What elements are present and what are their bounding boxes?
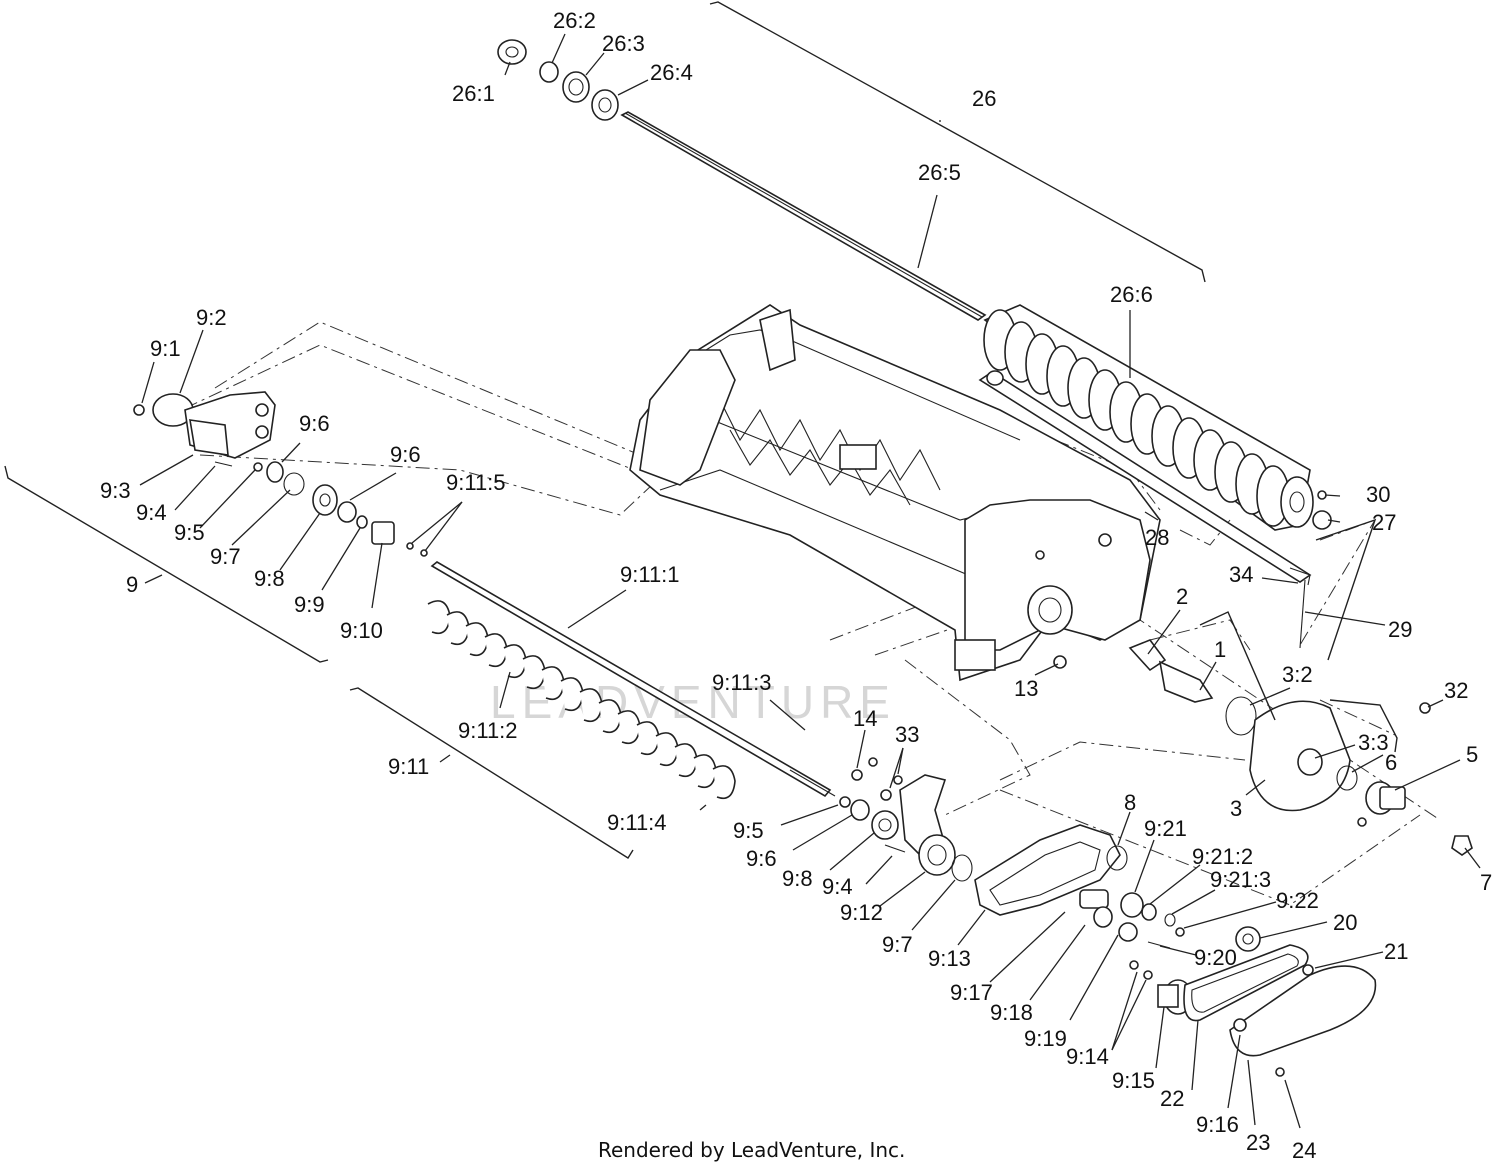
callout-13: 13 xyxy=(1014,676,1038,701)
callout-6: 6 xyxy=(1385,750,1397,775)
callout-27: 27 xyxy=(1372,510,1396,535)
callout-9-1: 9:1 xyxy=(150,336,181,361)
callout-9-14: 9:14 xyxy=(1066,1044,1109,1069)
callout-9-17: 9:17 xyxy=(950,980,993,1005)
main-housing xyxy=(629,304,1161,682)
callout-9-4: 9:4 xyxy=(136,500,167,525)
callout-26-3: 26:3 xyxy=(602,31,645,56)
gearbox-parts xyxy=(839,639,1473,1077)
callout-9-5: 9:5 xyxy=(174,520,205,545)
callouts: 26:1 26:2 26:3 26:4 26 26:5 26:6 9:1 9:2… xyxy=(100,8,1492,1163)
callout-9-15: 9:15 xyxy=(1112,1068,1155,1093)
callout-7: 7 xyxy=(1480,870,1492,895)
group-brackets xyxy=(4,1,1398,859)
callout-24: 24 xyxy=(1292,1138,1316,1163)
callout-22: 22 xyxy=(1160,1086,1184,1111)
callout-9-9: 9:9 xyxy=(294,592,325,617)
callout-26-6: 26:6 xyxy=(1110,282,1153,307)
callout-9-21-3: 9:21:3 xyxy=(1210,867,1271,892)
callout-9-22: 9:22 xyxy=(1276,888,1319,913)
callout-26-5: 26:5 xyxy=(918,160,961,185)
callout-9-8b: 9:8 xyxy=(782,866,813,891)
callout-9-7: 9:7 xyxy=(210,544,241,569)
footer-credit: Rendered by LeadVenture, Inc. xyxy=(598,1138,905,1162)
callout-5: 5 xyxy=(1466,742,1478,767)
callout-9-11-4: 9:11:4 xyxy=(607,810,667,835)
callout-33: 33 xyxy=(895,722,919,747)
callout-23: 23 xyxy=(1246,1130,1270,1155)
callout-32: 32 xyxy=(1444,678,1468,703)
callout-9-11-1: 9:11:1 xyxy=(620,562,680,587)
callout-9-11: 9:11 xyxy=(388,754,429,779)
callout-9-5b: 9:5 xyxy=(733,818,764,843)
bar-28 xyxy=(978,370,1332,649)
upper-shaft-assembly xyxy=(497,39,987,321)
callout-9-20: 9:20 xyxy=(1194,945,1237,970)
callout-3-3: 3:3 xyxy=(1358,730,1389,755)
callout-9-8: 9:8 xyxy=(254,566,285,591)
callout-9-11-5: 9:11:5 xyxy=(446,470,506,495)
callout-8: 8 xyxy=(1124,790,1136,815)
callout-9-16: 9:16 xyxy=(1196,1112,1239,1137)
callout-34: 34 xyxy=(1229,562,1253,587)
callout-9-4b: 9:4 xyxy=(822,874,853,899)
callout-9-6c: 9:6 xyxy=(746,846,777,871)
callout-9-11-2: 9:11:2 xyxy=(458,718,518,743)
callout-9-6: 9:6 xyxy=(390,442,421,467)
callout-20: 20 xyxy=(1333,910,1357,935)
callout-9-12: 9:12 xyxy=(840,900,883,925)
callout-9-2: 9:2 xyxy=(196,305,227,330)
left-assembly xyxy=(133,391,836,798)
callout-26-2: 26:2 xyxy=(553,8,596,33)
callout-9-21-2: 9:21:2 xyxy=(1192,844,1253,869)
callout-9: 9 xyxy=(126,572,138,597)
callout-1: 1 xyxy=(1214,637,1226,662)
spiral-roller xyxy=(983,304,1314,531)
callout-9-18: 9:18 xyxy=(990,1000,1033,1025)
callout-26-4: 26:4 xyxy=(650,60,693,85)
callout-9-7b: 9:7 xyxy=(882,932,913,957)
callout-9-21: 9:21 xyxy=(1144,816,1187,841)
auger-coil xyxy=(427,600,736,800)
callout-30: 30 xyxy=(1366,482,1390,507)
callout-14: 14 xyxy=(853,706,877,731)
callout-3: 3 xyxy=(1230,796,1242,821)
callout-9-11-3: 9:11:3 xyxy=(712,670,772,695)
callout-21: 21 xyxy=(1384,939,1408,964)
callout-3-2: 3:2 xyxy=(1282,662,1313,687)
callout-9-10: 9:10 xyxy=(340,618,383,643)
callout-26-1: 26:1 xyxy=(452,81,495,106)
callout-9-3: 9:3 xyxy=(100,478,131,503)
callout-26: 26 xyxy=(972,86,996,111)
callout-29: 29 xyxy=(1388,617,1412,642)
callout-9-6: 9:6 xyxy=(299,411,330,436)
callout-9-13: 9:13 xyxy=(928,946,971,971)
callout-28: 28 xyxy=(1145,525,1169,550)
callout-9-19: 9:19 xyxy=(1024,1026,1067,1051)
leader-lines xyxy=(139,33,1481,1129)
callout-2: 2 xyxy=(1176,584,1188,609)
